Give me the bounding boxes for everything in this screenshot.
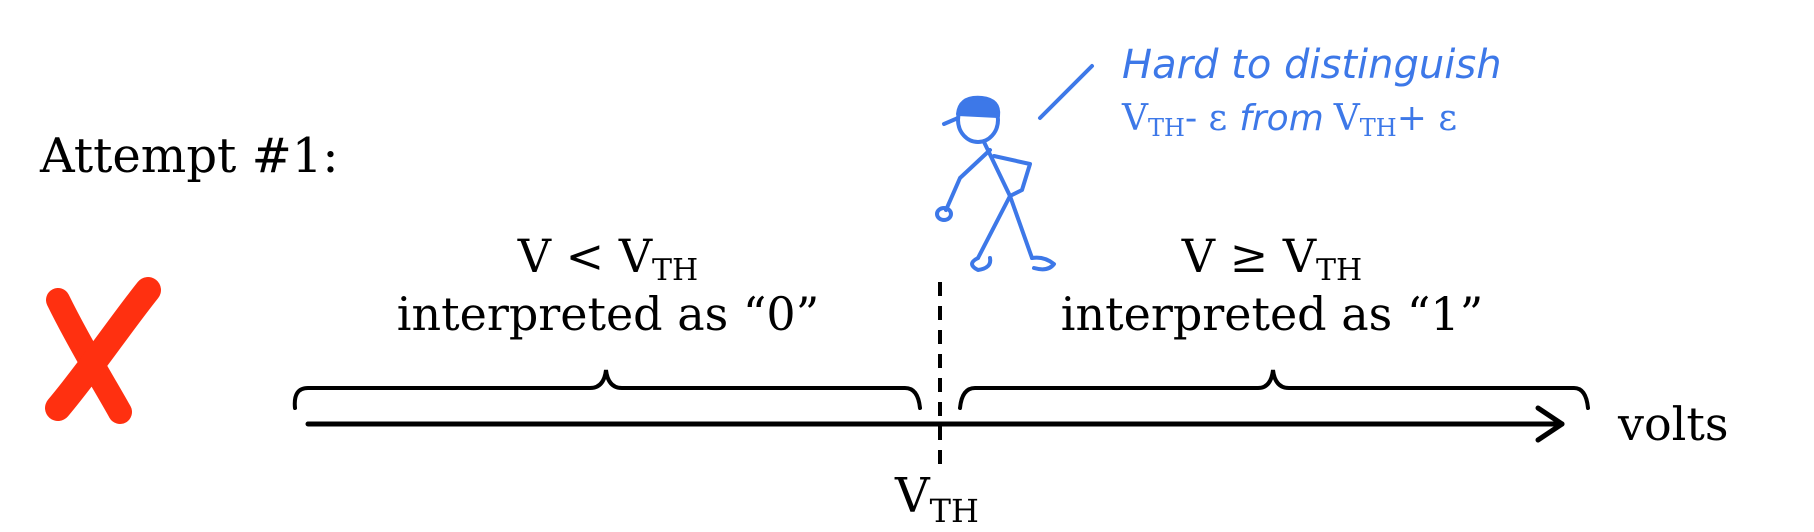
- annotation-line1: Hard to distinguish: [1122, 42, 1502, 88]
- stick-figure-icon: [935, 95, 1056, 272]
- voltage-axis: [305, 405, 1565, 443]
- right-condition: V ≥ VTH: [1181, 229, 1362, 288]
- left-brace: [292, 369, 922, 410]
- right-interpretation: interpreted as “1”: [1061, 287, 1483, 341]
- speech-line: [1038, 64, 1094, 120]
- axis-label-volts: volts: [1617, 397, 1729, 451]
- red-x-icon: [45, 277, 161, 424]
- left-interpretation: interpreted as “0”: [397, 287, 819, 341]
- right-brace: [958, 369, 1590, 410]
- left-condition: V < VTH: [517, 229, 698, 288]
- threshold-label: VTH: [894, 468, 979, 530]
- attempt-title: Attempt #1:: [39, 128, 339, 184]
